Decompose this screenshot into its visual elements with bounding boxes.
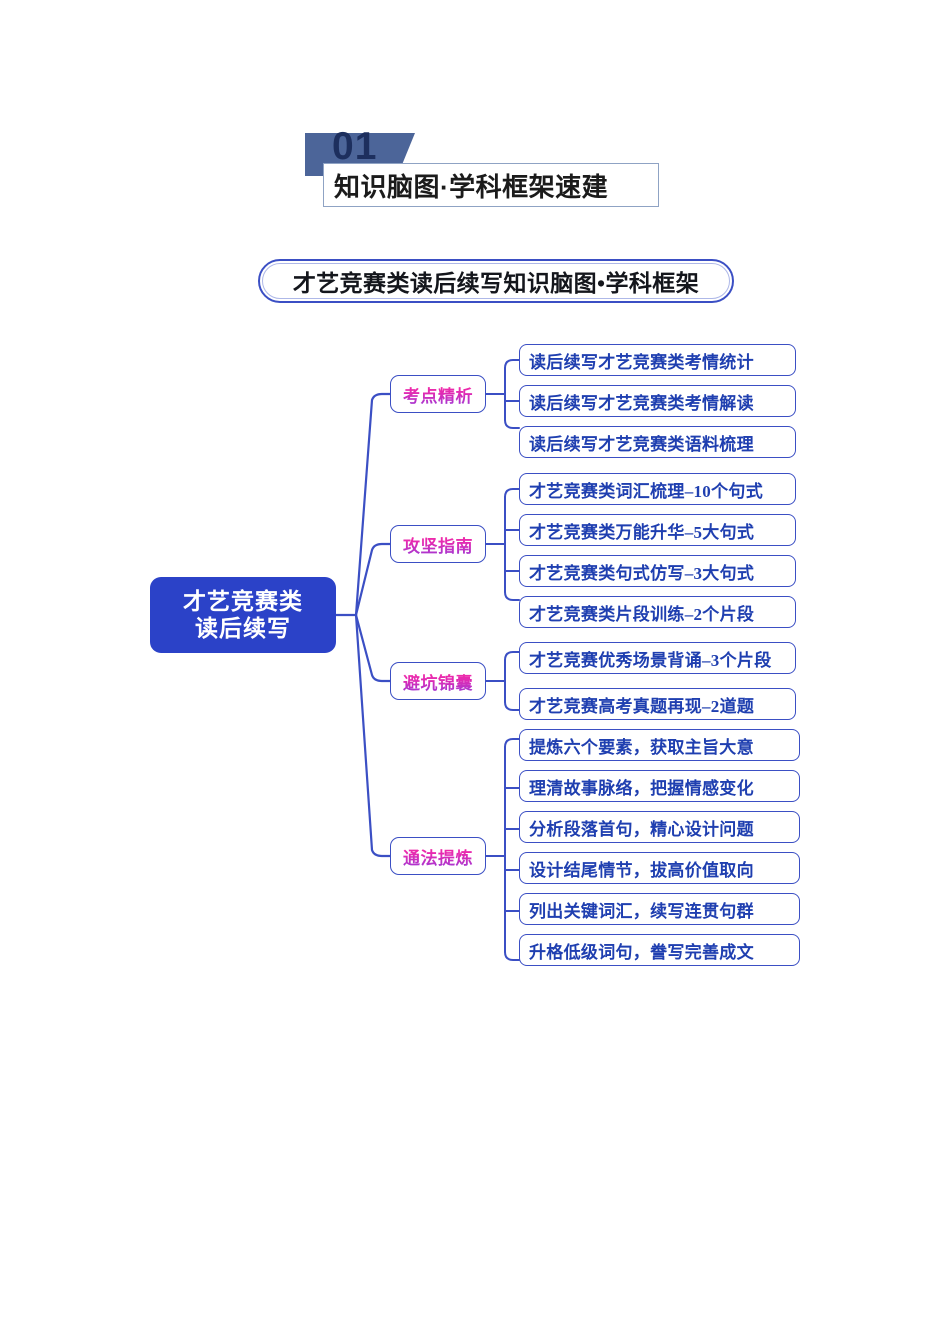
root-node[interactable]: 才艺竞赛类 读后续写 bbox=[150, 577, 336, 653]
leaf-node-4-5-text: 列出关键词汇，续写连贯句群 bbox=[529, 901, 754, 921]
leaf-node-1-1[interactable]: 读后续写才艺竞赛类考情统计 bbox=[519, 344, 796, 376]
leaf-node-3-2-text: 才艺竞赛高考真题再现–2道题 bbox=[529, 696, 755, 716]
leaf-node-4-6[interactable]: 升格低级词句，誊写完善成文 bbox=[519, 934, 800, 966]
leaf-node-4-3-text: 分析段落首句，精心设计问题 bbox=[529, 819, 754, 839]
section-title-text: 知识脑图·学科框架速建 bbox=[334, 171, 609, 202]
leaf-node-2-4-text: 才艺竞赛类片段训练–2个片段 bbox=[529, 604, 755, 624]
mindmap-title: 才艺竞赛类读后续写知识脑图•学科框架 bbox=[258, 259, 734, 303]
leaf-node-4-6-text: 升格低级词句，誊写完善成文 bbox=[529, 942, 754, 962]
leaf-node-4-4-text: 设计结尾情节，拔高价值取向 bbox=[529, 860, 754, 880]
leaf-node-4-1-text: 提炼六个要素，获取主旨大意 bbox=[529, 737, 754, 757]
leaf-node-2-4[interactable]: 才艺竞赛类片段训练–2个片段 bbox=[519, 596, 796, 628]
leaf-node-4-2[interactable]: 理清故事脉络，把握情感变化 bbox=[519, 770, 800, 802]
leaf-node-1-3[interactable]: 读后续写才艺竞赛类语料梳理 bbox=[519, 426, 796, 458]
leaf-node-4-4[interactable]: 设计结尾情节，拔高价值取向 bbox=[519, 852, 800, 884]
leaf-node-4-3[interactable]: 分析段落首句，精心设计问题 bbox=[519, 811, 800, 843]
leaf-node-1-1-text: 读后续写才艺竞赛类考情统计 bbox=[529, 352, 754, 372]
mindmap-title-text: 才艺竞赛类读后续写知识脑图•学科框架 bbox=[292, 271, 700, 296]
root-node-line-2: 读后续写 bbox=[195, 616, 291, 641]
leaf-node-4-1[interactable]: 提炼六个要素，获取主旨大意 bbox=[519, 729, 800, 761]
leaf-node-3-2[interactable]: 才艺竞赛高考真题再现–2道题 bbox=[519, 688, 796, 720]
root-node-line-1: 才艺竞赛类 bbox=[183, 588, 303, 614]
branch-label-4[interactable]: 通法提炼 bbox=[390, 837, 486, 875]
branch-label-1-text: 考点精析 bbox=[403, 382, 473, 407]
branch-label-4-text: 通法提炼 bbox=[403, 844, 473, 869]
section-title-box: 知识脑图·学科框架速建 bbox=[323, 163, 659, 207]
leaf-node-2-1[interactable]: 才艺竞赛类词汇梳理–10个句式 bbox=[519, 473, 796, 505]
branch-label-1[interactable]: 考点精析 bbox=[390, 375, 486, 413]
leaf-node-2-1-text: 才艺竞赛类词汇梳理–10个句式 bbox=[529, 481, 763, 501]
leaf-node-2-2[interactable]: 才艺竞赛类万能升华–5大句式 bbox=[519, 514, 796, 546]
branch-label-2[interactable]: 攻坚指南 bbox=[390, 525, 486, 563]
branch-label-3-text: 避坑锦囊 bbox=[403, 669, 473, 694]
leaf-node-3-1[interactable]: 才艺竞赛优秀场景背诵–3个片段 bbox=[519, 642, 796, 674]
leaf-node-1-3-text: 读后续写才艺竞赛类语料梳理 bbox=[529, 434, 754, 454]
leaf-node-2-2-text: 才艺竞赛类万能升华–5大句式 bbox=[529, 522, 755, 542]
leaf-node-2-3-text: 才艺竞赛类句式仿写–3大句式 bbox=[529, 563, 755, 583]
leaf-node-4-5[interactable]: 列出关键词汇，续写连贯句群 bbox=[519, 893, 800, 925]
leaf-node-3-1-text: 才艺竞赛优秀场景背诵–3个片段 bbox=[529, 650, 772, 670]
leaf-node-4-2-text: 理清故事脉络，把握情感变化 bbox=[529, 778, 754, 798]
leaf-node-1-2-text: 读后续写才艺竞赛类考情解读 bbox=[529, 393, 754, 413]
section-header: 01 知识脑图·学科框架速建 bbox=[305, 127, 665, 211]
branch-label-2-text: 攻坚指南 bbox=[403, 532, 473, 557]
section-number: 01 bbox=[332, 125, 378, 168]
leaf-node-2-3[interactable]: 才艺竞赛类句式仿写–3大句式 bbox=[519, 555, 796, 587]
branch-label-3[interactable]: 避坑锦囊 bbox=[390, 662, 486, 700]
leaf-node-1-2[interactable]: 读后续写才艺竞赛类考情解读 bbox=[519, 385, 796, 417]
